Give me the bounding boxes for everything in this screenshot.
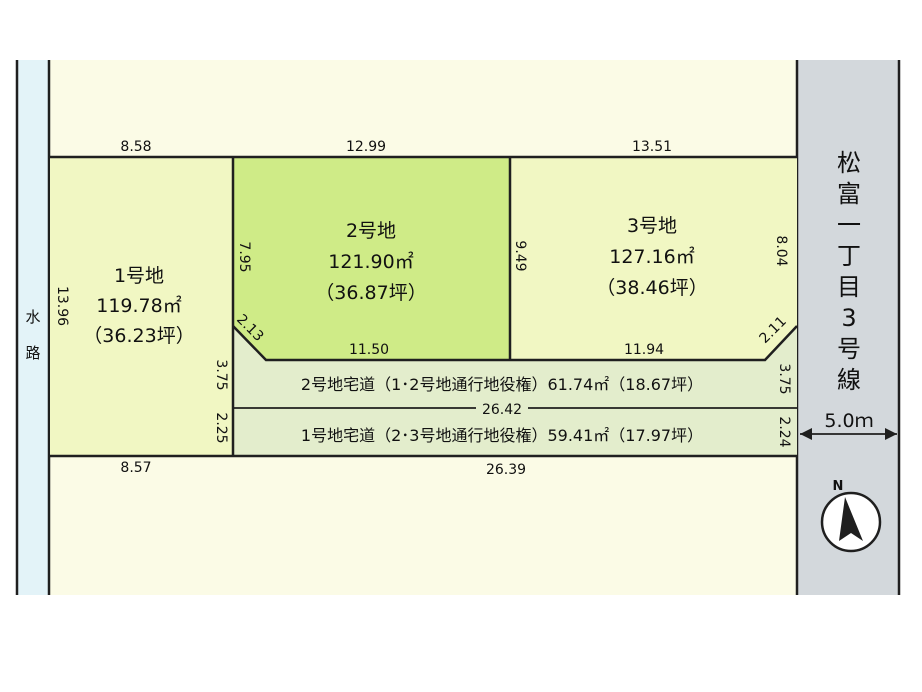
driveway-1-label: 1号地宅道（2･3号地通行地役権）59.41㎡（17.97坪） — [301, 426, 703, 445]
lot3-area: 127.16㎡ — [609, 245, 694, 268]
dim-drive2-left: 3.75 — [213, 359, 229, 390]
dim-top-lot3: 13.51 — [632, 139, 672, 155]
road-width-label: 5.0ｍ — [824, 410, 873, 432]
road-name-char: 一 — [837, 211, 861, 239]
road-name-char: 丁 — [837, 242, 861, 270]
road-name-char: 目 — [837, 273, 861, 301]
lot3-tsubo: （38.46坪） — [596, 277, 707, 299]
road-name-char: 松 — [837, 149, 861, 177]
north-compass-icon: N — [820, 479, 882, 553]
road-name-char: 線 — [837, 366, 861, 394]
lot1-name: 1号地 — [114, 265, 164, 287]
water-channel — [18, 60, 48, 595]
road-name-char: 3 — [841, 304, 856, 332]
water-label-2: 路 — [25, 344, 40, 362]
dim-mid-line: 26.42 — [482, 402, 522, 418]
dim-bottom-drive: 26.39 — [486, 462, 526, 478]
driveway-2-label: 2号地宅道（1･2号地通行地役権）61.74㎡（18.67坪） — [301, 375, 703, 394]
dim-top-lot2: 12.99 — [346, 139, 386, 155]
lot-3 — [510, 158, 797, 360]
compass-label: N — [833, 479, 844, 494]
lot-2 — [233, 158, 510, 360]
dim-top-lot1: 8.58 — [120, 139, 151, 155]
dim-left-lot1: 13.96 — [54, 286, 70, 326]
dim-lot2-right: 9.49 — [512, 240, 528, 271]
dim-lot3-bottom: 11.94 — [624, 342, 664, 358]
lot-outlines — [49, 155, 798, 458]
road-width-dimension: 5.0ｍ — [800, 408, 897, 440]
lot-1 — [50, 158, 233, 455]
lot2-area: 121.90㎡ — [328, 250, 413, 273]
lot2-name: 2号地 — [346, 220, 396, 242]
lot3-name: 3号地 — [627, 215, 677, 237]
road-name: 松 富 一 丁 目 3 号 線 — [837, 149, 861, 394]
dim-drive1-right: 2.24 — [776, 416, 792, 447]
water-label-1: 水 — [25, 308, 40, 326]
lot1-tsubo: （36.23坪） — [83, 325, 194, 347]
dim-lot2-bottom: 11.50 — [349, 342, 389, 358]
mid-line-label-bg — [476, 400, 528, 416]
lot1-area: 119.78㎡ — [96, 294, 181, 317]
dim-drive1-left: 2.25 — [213, 412, 229, 443]
dim-drive2-right: 3.75 — [776, 363, 792, 394]
road-name-char: 富 — [837, 180, 861, 208]
dim-lot3-right: 8.04 — [773, 235, 789, 266]
dim-lot2-left: 7.95 — [236, 241, 252, 272]
lot2-tsubo: （36.87坪） — [315, 282, 426, 304]
dim-bottom-lot1: 8.57 — [120, 460, 151, 476]
road-name-char: 号 — [837, 335, 861, 363]
